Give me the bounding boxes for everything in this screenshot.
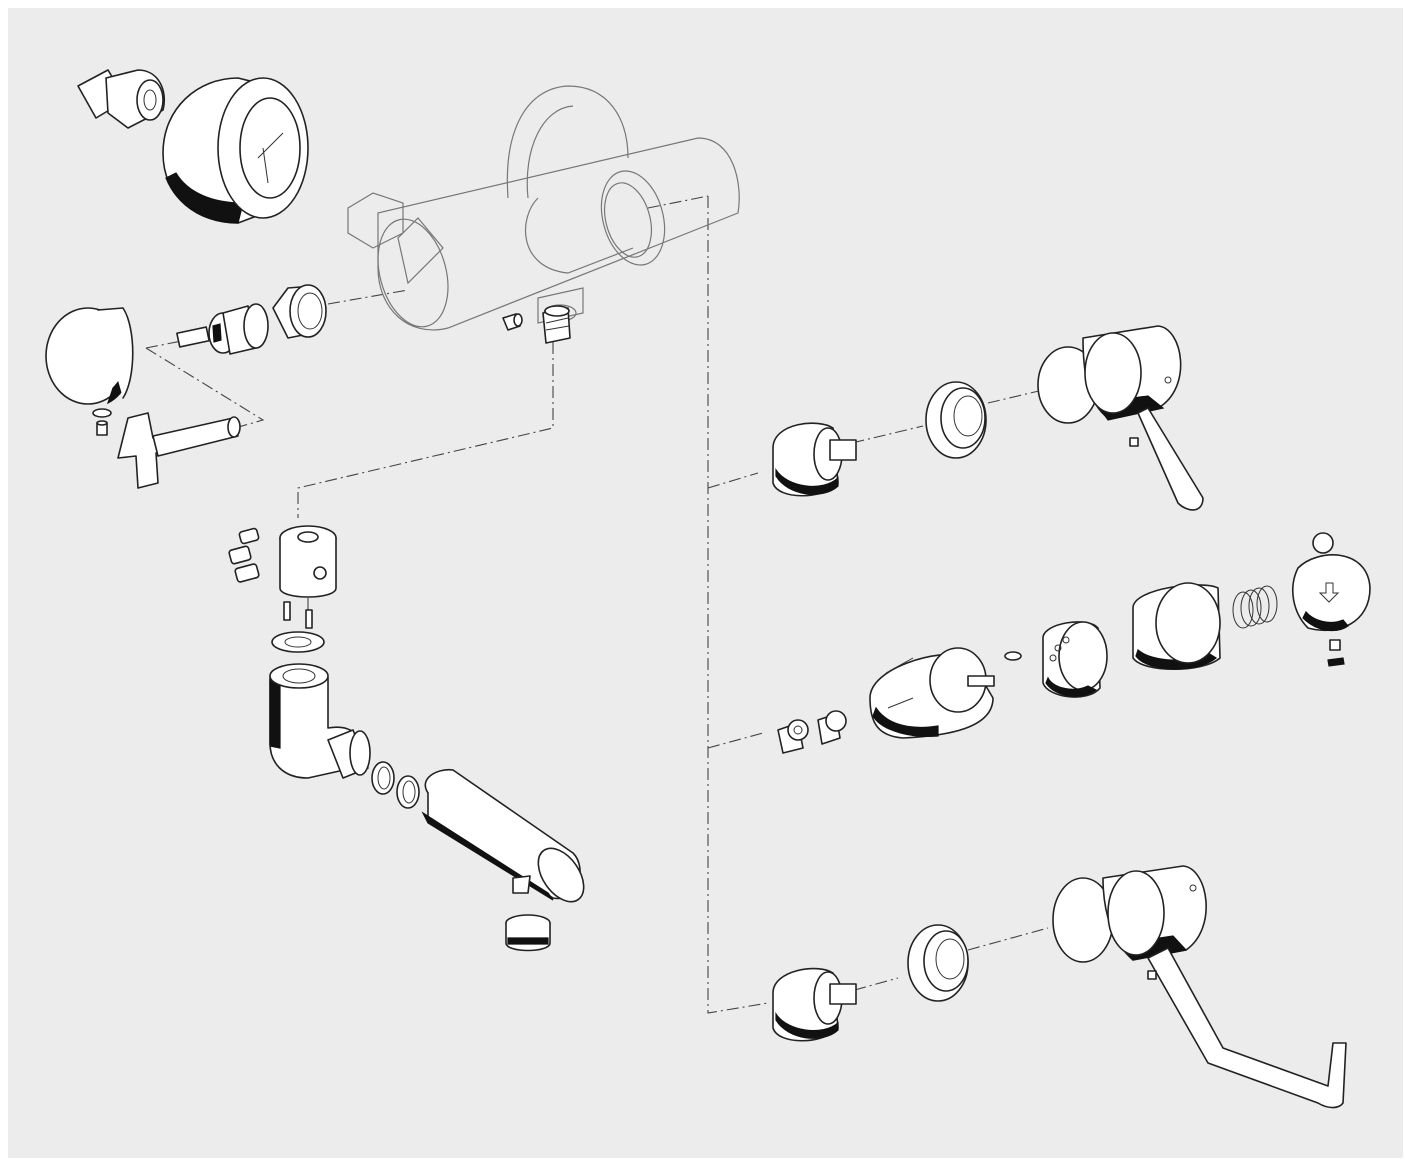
- set-screws: [228, 527, 260, 583]
- stop-ring: [1042, 621, 1108, 698]
- lever-handle-long: [1052, 865, 1347, 1109]
- cartridge-bottom: [772, 967, 857, 1042]
- bushing-top: [925, 381, 987, 459]
- spout-tube: [421, 768, 585, 903]
- flat-washer: [271, 631, 325, 653]
- thermostat-knob: [1292, 532, 1371, 667]
- cartridge-top: [772, 422, 857, 497]
- thermo-cartridge: [869, 647, 995, 739]
- exploded-diagram: [45, 69, 1371, 1109]
- outlet-nipple: [542, 305, 571, 344]
- mixer-body-ghost: [347, 85, 740, 331]
- aerator: [505, 914, 551, 952]
- hex-bushing: [272, 284, 327, 339]
- elbow-fitting: [269, 663, 371, 779]
- wall-rosette-cover: [162, 77, 309, 224]
- bushing-bottom: [907, 924, 969, 1002]
- lever-handle-short: [1037, 325, 1204, 511]
- clamp-collar: [279, 525, 337, 598]
- spring: [1232, 585, 1278, 629]
- hose-connector: [77, 69, 165, 129]
- exploded-diagram-canvas: [8, 8, 1403, 1158]
- small-screw: [502, 313, 523, 331]
- key-handle: [117, 412, 241, 489]
- thermo-springs: [777, 710, 847, 754]
- end-cap: [45, 307, 134, 405]
- sleeve: [1132, 582, 1221, 670]
- valve-headpart: [176, 303, 269, 355]
- washer-screw: [92, 408, 112, 436]
- o-rings: [371, 761, 420, 809]
- clip: [1004, 651, 1022, 661]
- pins: [283, 601, 313, 629]
